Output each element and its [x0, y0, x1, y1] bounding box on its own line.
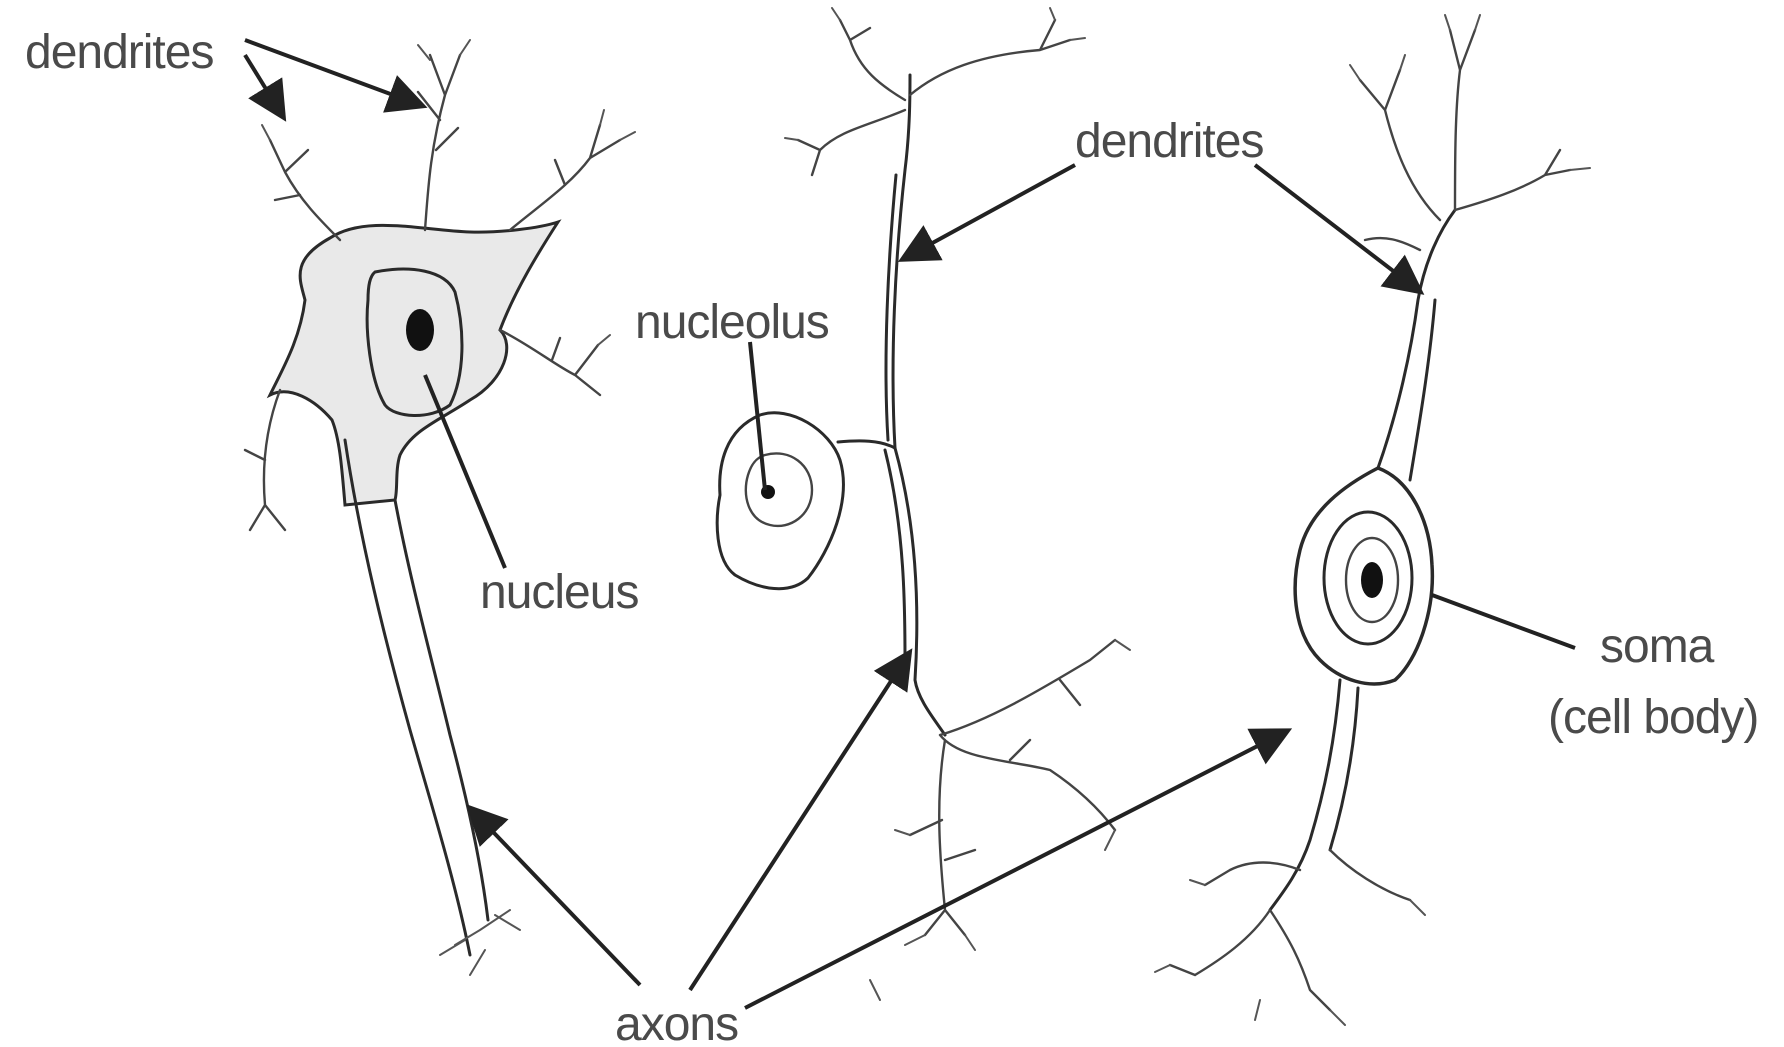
left-dendrite-upper-left [270, 140, 340, 240]
arrow-dendrites-center-b [1255, 165, 1418, 290]
label-dendrites-left: dendrites [25, 26, 213, 79]
right-top-branches [1360, 30, 1570, 250]
label-dendrites-center: dendrites [1075, 115, 1263, 168]
center-soma-body [717, 413, 843, 589]
left-axon-terminal [440, 910, 520, 975]
left-dendrite-left [245, 390, 285, 530]
label-soma: soma [1600, 620, 1715, 673]
left-dendrite-upper-right [510, 125, 620, 230]
right-nucleolus-dot [1361, 562, 1383, 598]
arrow-dendrites-left-b [245, 55, 282, 115]
label-nucleolus: nucleolus [635, 296, 829, 349]
right-bottom-branches [1170, 850, 1410, 1010]
left-soma-body [270, 222, 558, 505]
label-axons: axons [615, 998, 738, 1047]
center-top-branches [798, 20, 1070, 175]
left-dendrite-top [418, 55, 460, 230]
right-central-edge [1330, 688, 1358, 850]
center-stem [838, 441, 895, 448]
arrow-axons-right [745, 732, 1285, 1008]
multipolar-neuron [245, 40, 635, 975]
label-nucleus: nucleus [480, 566, 638, 619]
left-nucleolus-dot [406, 309, 434, 351]
left-dendrite-right [500, 330, 600, 395]
line-soma [1432, 595, 1575, 648]
arrow-dendrites-center-a [905, 165, 1075, 258]
left-axon-edge [395, 500, 488, 920]
center-bottom-branches [910, 640, 1115, 935]
center-peripheral-process [893, 75, 910, 448]
labels: dendrites dendrites nucleolus nucleus so… [25, 26, 1758, 1047]
right-central-process [1270, 680, 1340, 910]
label-cell-body: (cell body) [1548, 691, 1758, 744]
arrow-axons-left [472, 810, 640, 985]
left-axon [345, 440, 470, 955]
